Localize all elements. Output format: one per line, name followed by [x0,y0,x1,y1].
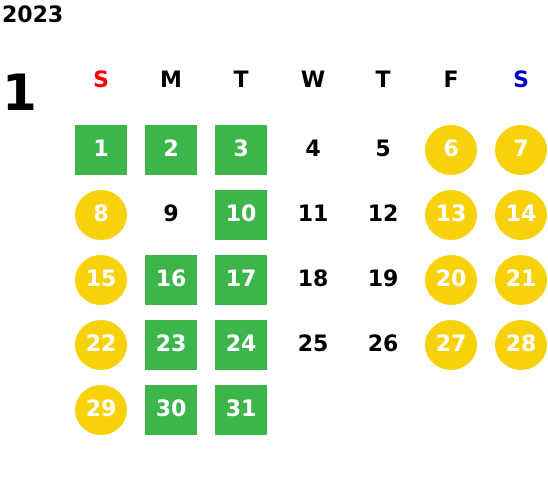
day-cell-8: 8 [75,190,127,240]
day-cell-9: 9 [163,202,179,227]
day-cell-29: 29 [75,385,127,435]
weekday-header-0: S [93,68,109,93]
day-cell-21: 21 [495,255,547,305]
day-cell-19: 19 [367,267,399,292]
month-number: 1 [2,64,37,122]
day-cell-4: 4 [305,137,321,162]
year-label: 2023 [2,3,64,28]
day-cell-1: 1 [75,125,127,175]
day-cell-24: 24 [215,320,267,370]
day-cell-2: 2 [145,125,197,175]
day-cell-27: 27 [425,320,477,370]
day-cell-12: 12 [367,202,399,227]
weekday-header-1: M [160,68,182,93]
day-cell-14: 14 [495,190,547,240]
day-cell-22: 22 [75,320,127,370]
day-cell-16: 16 [145,255,197,305]
day-cell-11: 11 [297,202,329,227]
day-cell-6: 6 [425,125,477,175]
day-cell-5: 5 [375,137,391,162]
day-cell-7: 7 [495,125,547,175]
day-cell-13: 13 [425,190,477,240]
day-cell-31: 31 [215,385,267,435]
weekday-header-5: F [443,68,459,93]
day-cell-23: 23 [145,320,197,370]
day-cell-30: 30 [145,385,197,435]
weekday-header-2: T [233,68,249,93]
weekday-header-4: T [375,68,391,93]
day-cell-20: 20 [425,255,477,305]
day-cell-3: 3 [215,125,267,175]
day-cell-28: 28 [495,320,547,370]
weekday-header-3: W [300,68,326,93]
day-cell-18: 18 [297,267,329,292]
day-cell-25: 25 [297,332,329,357]
day-cell-17: 17 [215,255,267,305]
weekday-header-6: S [513,68,529,93]
day-cell-15: 15 [75,255,127,305]
day-cell-10: 10 [215,190,267,240]
day-cell-26: 26 [367,332,399,357]
